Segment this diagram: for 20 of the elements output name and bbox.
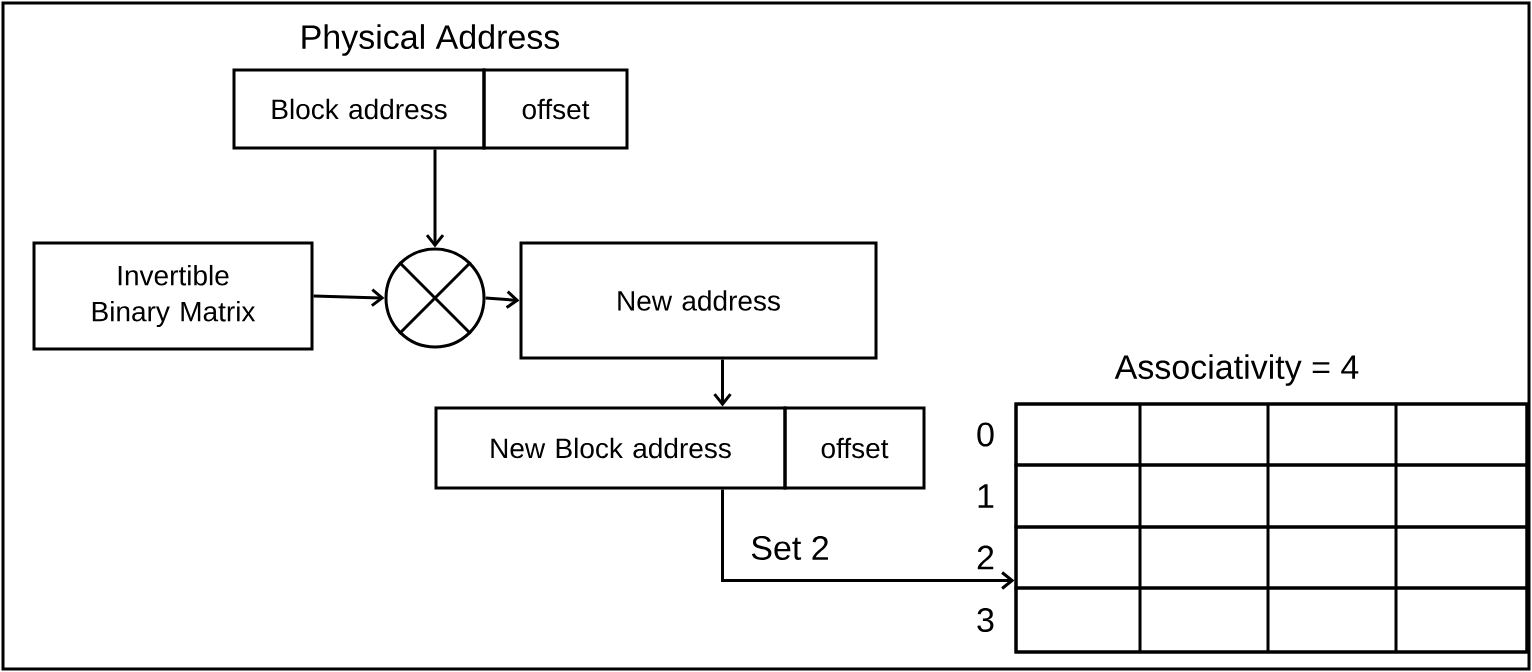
cache-row xyxy=(1014,586,1529,654)
arrow xyxy=(485,290,520,309)
address-field: Block address xyxy=(232,68,486,150)
row-number: 1 xyxy=(978,484,994,508)
process-box: New address xyxy=(519,241,878,360)
node-label: Associativity = 4 xyxy=(1114,354,1359,386)
arrow xyxy=(425,149,445,248)
address-field: New Block address xyxy=(434,406,787,490)
edge-label: Set 2 xyxy=(748,533,832,562)
row-number: 2 xyxy=(977,545,994,570)
address-field: offset xyxy=(482,68,629,150)
arrow xyxy=(313,288,385,307)
multiplier-circle xyxy=(384,247,486,349)
row-number: 3 xyxy=(977,607,994,633)
process-box: Invertible Binary Matrix xyxy=(32,241,314,351)
heading: Physical Address xyxy=(302,24,560,56)
arrow xyxy=(713,359,732,407)
arrow xyxy=(721,489,1015,590)
address-field: offset xyxy=(783,406,926,490)
row-number: 0 xyxy=(977,422,994,447)
